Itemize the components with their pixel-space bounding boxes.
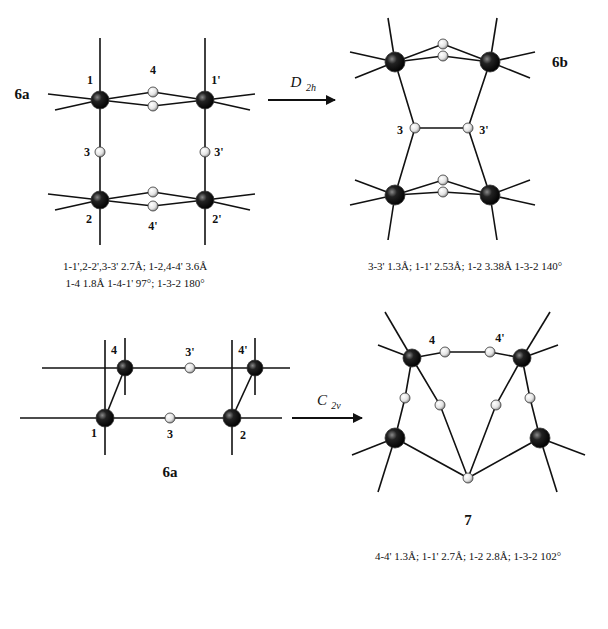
symmetry-subscript: 2h — [306, 83, 316, 93]
atom-number: 2' — [212, 213, 221, 225]
atom-number: 2 — [240, 429, 246, 441]
atom-number: 1' — [211, 74, 220, 86]
atom-number: 1 — [87, 74, 93, 86]
atom-number: 4' — [495, 332, 504, 344]
geometry-caption: 1-1',2-2',3-3' 2.7Å; 1-2,4-4' 3.6Å — [63, 261, 207, 272]
atom-number: 4 — [150, 64, 156, 76]
compound-label: 6b — [552, 55, 568, 70]
symmetry-label: C — [317, 393, 327, 408]
symmetry-subscript: 2v — [331, 401, 340, 411]
atom-number: 3' — [185, 346, 194, 358]
atom-number: 1 — [91, 427, 97, 439]
compound-label: 7 — [464, 513, 472, 528]
compound-label: 6a — [163, 465, 178, 480]
atom-number: 3 — [167, 428, 173, 440]
atom-number: 2 — [86, 213, 92, 225]
compound-label: 6a — [15, 87, 30, 102]
atom-number: 4 — [111, 344, 117, 356]
atom-number: 4 — [429, 334, 435, 346]
geometry-caption: 4-4' 1.3Å; 1-1' 2.7Å; 1-2 2.8Å; 1-3-2 10… — [375, 551, 561, 562]
atom-number: 4' — [238, 344, 247, 356]
atom-number: 3 — [84, 146, 90, 158]
geometry-caption: 3-3' 1.3Å; 1-1' 2.53Å; 1-2 3.38Å 1-3-2 1… — [368, 261, 562, 272]
atom-number: 3' — [214, 146, 223, 158]
geometry-caption: 1-4 1.8Å 1-4-1' 97°; 1-3-2 180° — [65, 278, 204, 289]
atom-number: 3 — [397, 124, 403, 136]
atom-number: 4' — [148, 220, 157, 232]
atom-number: 3' — [479, 124, 488, 136]
symmetry-label: D — [291, 75, 302, 90]
